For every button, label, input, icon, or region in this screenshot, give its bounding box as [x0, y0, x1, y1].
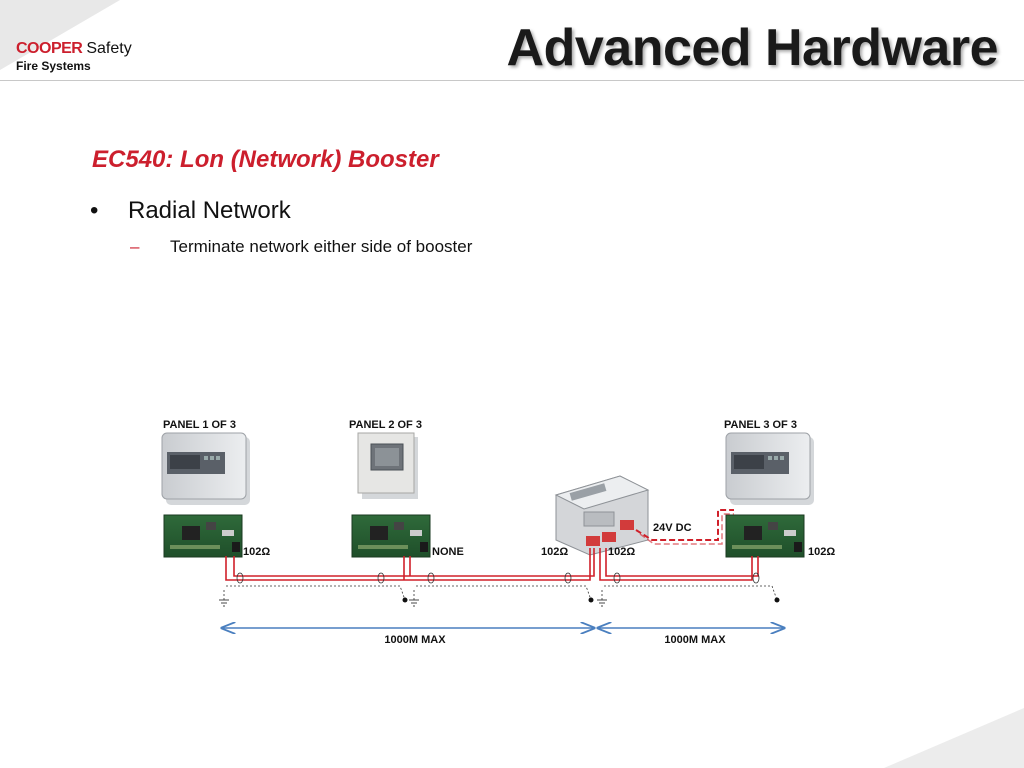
circuit-board-3 [725, 514, 805, 558]
panel-2-label: PANEL 2 OF 3 [349, 419, 422, 431]
terminator-label-panel-3: 102Ω [808, 546, 835, 558]
slide-title: Advanced Hardware [506, 19, 999, 77]
circuit-board-2 [351, 514, 431, 558]
header-divider [0, 80, 1024, 81]
distance-label-1: 1000M MAX [384, 634, 446, 646]
sub-bullet-glyph: – [130, 237, 140, 256]
panel-3-label: PANEL 3 OF 3 [724, 419, 797, 431]
ec540-booster-module [554, 475, 650, 556]
sub-bullet-item: – Terminate network either side of booste… [130, 237, 472, 257]
panel-1-enclosure [161, 432, 250, 505]
shield-wiring [223, 572, 778, 601]
panel-1-label: PANEL 1 OF 3 [163, 419, 236, 431]
terminator-label-booster-in: 102Ω [541, 546, 568, 558]
terminator-label-panel-1: 102Ω [243, 546, 270, 558]
logo-subtitle: Fire Systems [16, 59, 91, 73]
network-cable-segment-1 [225, 548, 595, 581]
bullet-glyph: • [90, 197, 99, 224]
company-logo: COOPER Safety Fire Systems [16, 40, 132, 73]
logo-word: Safety [86, 40, 132, 57]
corner-decoration-bottom [884, 708, 1024, 768]
terminal-dot [402, 597, 780, 603]
section-heading: EC540: Lon (Network) Booster [92, 146, 439, 173]
distance-label-2: 1000M MAX [664, 634, 726, 646]
earth-icon [219, 599, 607, 607]
sub-bullet-text: Terminate network either side of booster [170, 237, 473, 256]
circuit-board-1 [163, 514, 243, 558]
terminator-label-panel-2: NONE [432, 546, 464, 558]
logo-brand: COOPER [16, 40, 83, 57]
power-lead [635, 509, 734, 541]
panel-3-enclosure [725, 432, 814, 505]
bullet-text: Radial Network [128, 197, 291, 224]
corner-decoration-top [0, 0, 120, 70]
panel-2-enclosure [357, 432, 418, 499]
bullet-item: • Radial Network [90, 197, 291, 225]
network-cable-segment-2 [599, 548, 759, 581]
terminator-label-booster-out: 102Ω [608, 546, 635, 558]
power-label: 24V DC [653, 522, 692, 534]
